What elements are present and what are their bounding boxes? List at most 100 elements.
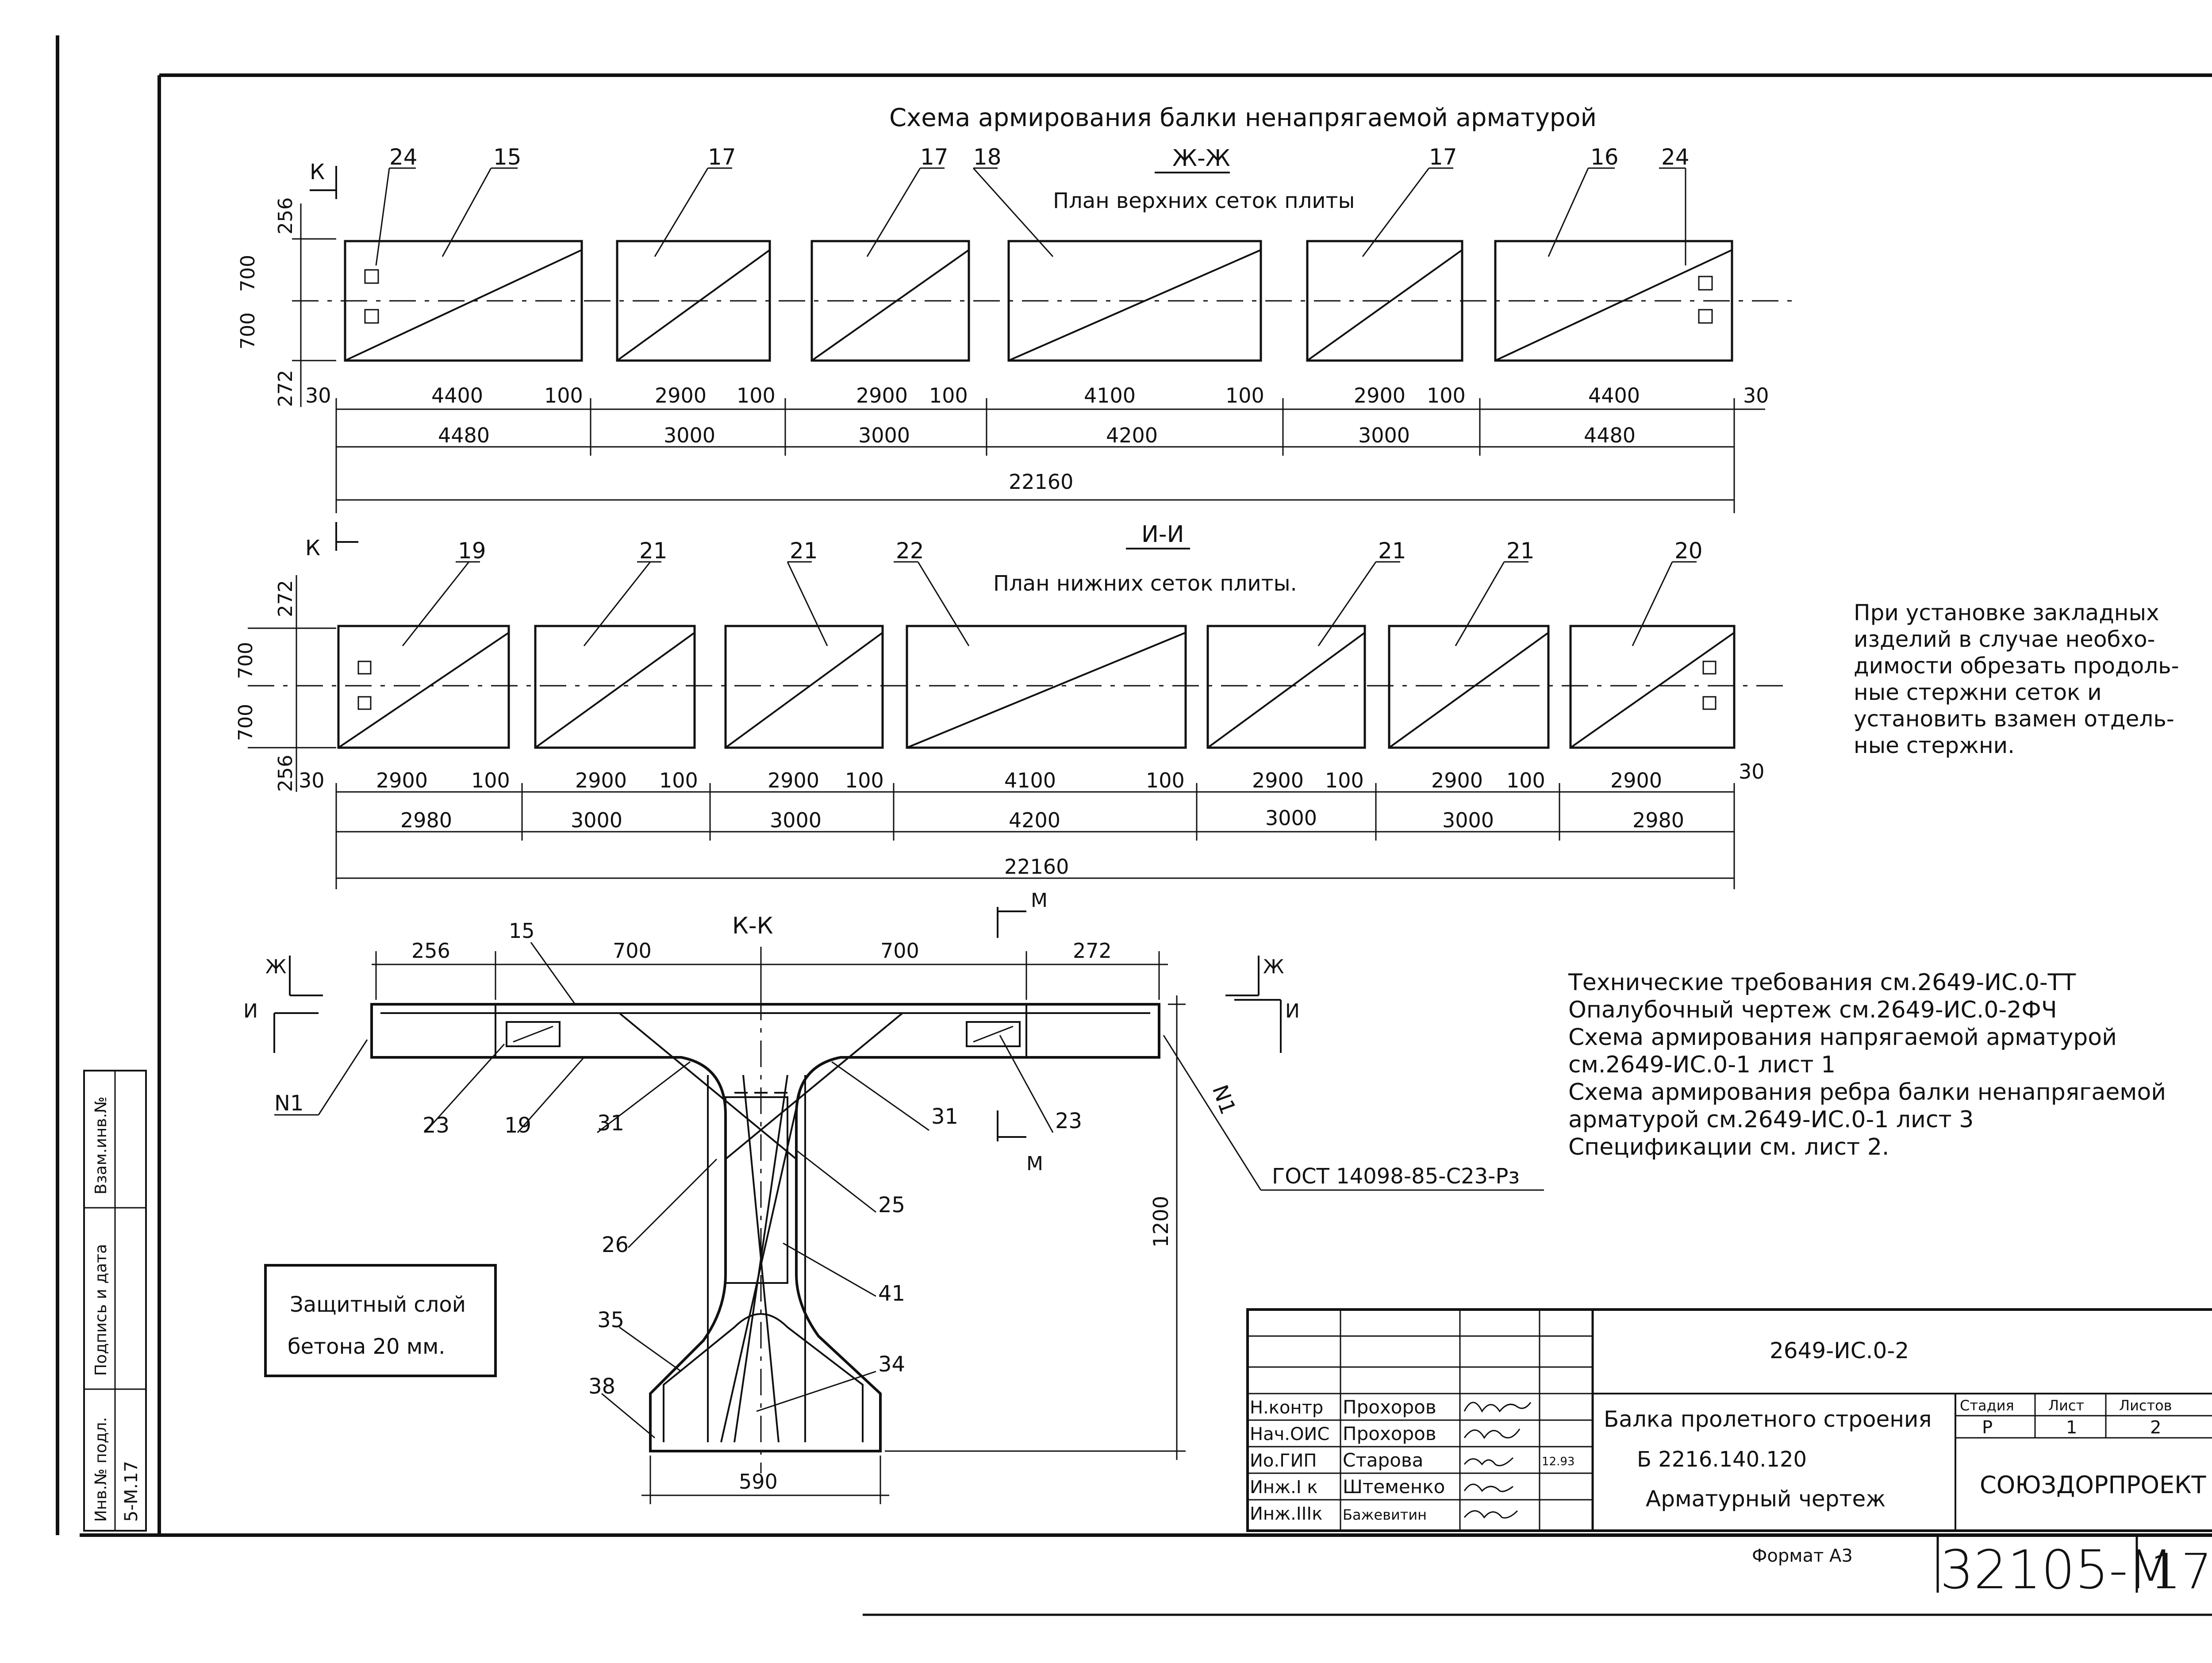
bottom-dims-row1: 30 2900 100 2900 100 2900 100 4100 100 2… — [299, 760, 1765, 792]
top-plan-caption: План верхних сеток плиты — [1053, 188, 1355, 213]
bottom-position-7: 20 — [1674, 538, 1703, 564]
section-label: К-К — [732, 913, 773, 939]
reference-line: Опалубочный чертеж см.2649-ИС.0-2ФЧ — [1568, 997, 2057, 1023]
stamp-title-3: Арматурный чертеж — [1646, 1486, 1886, 1512]
top-plan-section-label: Ж-Ж — [1172, 145, 1230, 172]
bottom-position-leaders — [402, 561, 1697, 646]
name-1: Прохоров — [1343, 1396, 1436, 1418]
section-mark-15: 15 — [509, 919, 535, 943]
role-2: Нач.ОИС — [1250, 1424, 1329, 1444]
section-kk: К-К 256 700 700 272 15 — [243, 889, 1544, 1504]
top-position-2: 15 — [493, 144, 522, 170]
section-pos-31-right: 31 — [931, 1104, 958, 1129]
bottom-dim-g: 100 — [845, 768, 884, 792]
top-dim-f: 2900 — [856, 384, 908, 407]
cut-m-top: М — [1031, 889, 1048, 912]
bottom-side-dim-1: 272 — [274, 580, 297, 617]
bottom-cut-label: К — [305, 536, 320, 561]
top-position-3: 17 — [708, 144, 736, 170]
top-position-7: 16 — [1590, 144, 1619, 170]
bottom-plan: И-И План нижних сеток плиты. 272 700 700… — [234, 521, 1792, 889]
bottom-total-dim: 22160 — [1004, 855, 1069, 879]
reference-line: см.2649-ИС.0-1 лист 1 — [1568, 1052, 1836, 1078]
name-5: Бажевитин — [1343, 1506, 1427, 1523]
top-dim2-e: 3000 — [1358, 423, 1410, 447]
top-side-dim-3: 700 — [237, 312, 259, 349]
top-side-dim-4: 272 — [274, 370, 297, 407]
top-dim-g: 100 — [929, 384, 968, 407]
section-bottom-width: 590 — [739, 1470, 778, 1494]
section-height: 1200 — [1149, 1196, 1173, 1248]
section-pos-25: 25 — [878, 1193, 905, 1217]
top-position-4: 17 — [920, 144, 949, 170]
name-2: Прохоров — [1343, 1423, 1436, 1444]
bottom-dim2-e: 3000 — [1265, 806, 1317, 830]
stage-header-2: Лист — [2048, 1397, 2084, 1414]
name-4: Штеменко — [1343, 1476, 1445, 1498]
top-cut-label: К — [310, 160, 325, 184]
side-strip-text-1: Взам.инв.№ — [92, 1096, 110, 1194]
role-1: Н.контр — [1250, 1398, 1323, 1418]
bottom-plan-section-label: И-И — [1141, 521, 1184, 548]
stage-header-1: Стадия — [1960, 1397, 2014, 1414]
note-line: установить взамен отдель- — [1854, 706, 2174, 732]
stage-value-1: Р — [1982, 1417, 1993, 1438]
top-side-dim-2: 700 — [237, 255, 259, 292]
cut-m-bottom: М — [1026, 1152, 1043, 1175]
bottom-dim-d: 2900 — [575, 768, 627, 792]
top-dim2-f: 4480 — [1584, 423, 1636, 447]
bottom-dim-k: 100 — [1325, 768, 1364, 792]
top-dim2-c: 3000 — [858, 423, 910, 447]
signatures — [1463, 1402, 1532, 1519]
bottom-side-dim-4: 256 — [274, 755, 297, 792]
bottom-dim-c: 100 — [471, 768, 510, 792]
stage-value-2: 1 — [2066, 1417, 2077, 1438]
section-pos-31-left: 31 — [597, 1111, 624, 1136]
top-dim-h: 4100 — [1084, 384, 1136, 407]
reference-line: арматурой см.2649-ИС.0-1 лист 3 — [1568, 1106, 1974, 1133]
cut-i-right: И — [1285, 1000, 1300, 1022]
section-pos-38: 38 — [588, 1374, 615, 1399]
bottom-dim2-a: 2980 — [400, 808, 452, 832]
bottom-dims-row2: 2980 3000 3000 4200 3000 3000 2980 — [400, 806, 1684, 832]
section-pos-23-left: 23 — [422, 1113, 449, 1138]
section-pos-34: 34 — [878, 1352, 905, 1377]
archive-number: 32105-М — [1940, 1540, 2174, 1601]
top-dim-a: 30 — [305, 384, 331, 407]
bottom-position-5: 21 — [1378, 538, 1406, 564]
name-3: Старова — [1343, 1449, 1423, 1471]
bottom-position-6: 21 — [1506, 538, 1535, 564]
drawing-title: Схема армирования балки ненапрягаемой ар… — [889, 104, 1597, 132]
reference-line: Схема армирования напрягаемой арматурой — [1568, 1024, 2117, 1051]
sheet-frame — [56, 35, 2212, 1616]
bottom-position-2: 21 — [639, 538, 668, 564]
n1-left: N1 — [274, 1091, 303, 1116]
stamp-title-1: Балка пролетного строения — [1604, 1406, 1932, 1432]
section-pos-23-right: 23 — [1055, 1109, 1082, 1133]
stamp-title-2: Б 2216.140.120 — [1637, 1447, 1807, 1472]
role-5: Инж.IIIк — [1250, 1504, 1322, 1524]
title-block: Н.контр Нач.ОИС Ио.ГИП Инж.I к Инж.IIIк … — [1246, 1308, 2212, 1601]
top-position-8: 24 — [1661, 144, 1690, 170]
top-dims-row1: 30 4400 100 2900 100 2900 100 4100 100 2… — [305, 384, 1769, 407]
archive-sheet: 17 — [2150, 1543, 2212, 1600]
bottom-dim2-b: 3000 — [571, 808, 622, 832]
section-pos-26: 26 — [602, 1233, 629, 1257]
top-dim-d: 2900 — [655, 384, 707, 407]
bottom-dim-a: 30 — [299, 768, 325, 792]
paper-format: Формат А3 — [1752, 1546, 1853, 1566]
bottom-side-dim-3: 700 — [234, 704, 257, 741]
top-dim-m: 30 — [1743, 384, 1769, 407]
stage-value-3: 2 — [2150, 1417, 2161, 1438]
cut-zh-left: Ж — [265, 956, 286, 978]
top-dim-i: 100 — [1225, 384, 1264, 407]
bottom-dim-o: 30 — [1739, 760, 1765, 783]
top-dim-j: 2900 — [1354, 384, 1406, 407]
top-dim2-b: 3000 — [664, 423, 715, 447]
bottom-dim2-c: 3000 — [770, 808, 822, 832]
protective-layer-line1: Защитный слой — [290, 1292, 466, 1317]
references-block: Технические требования см.2649-ИС.0-ТТ О… — [1568, 969, 2166, 1161]
top-dim-l: 4400 — [1588, 384, 1640, 407]
bottom-position-1: 19 — [458, 538, 486, 564]
